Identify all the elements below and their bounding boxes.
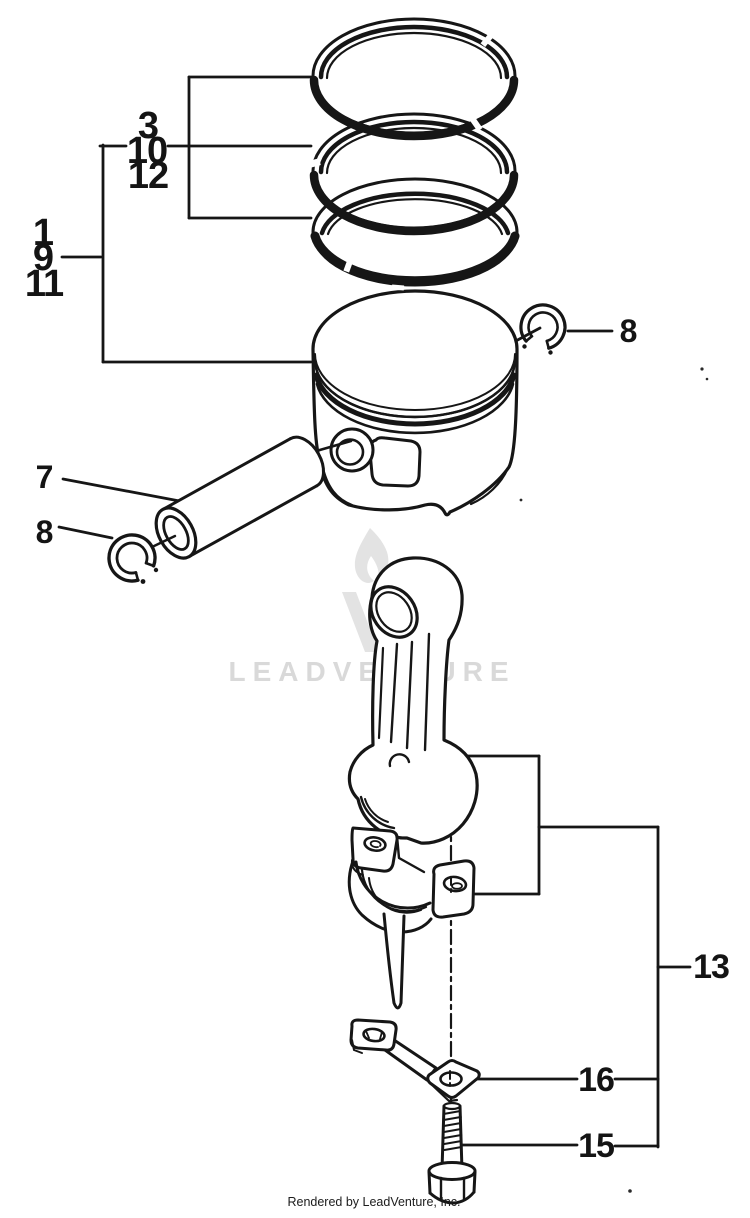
callout-label-12[interactable]: 12 bbox=[127, 155, 169, 197]
callout-label-16[interactable]: 16 bbox=[578, 1061, 615, 1099]
footer-credit: Rendered by LeadVenture, Inc. bbox=[287, 1195, 461, 1209]
piston-drawing bbox=[297, 284, 519, 517]
print-specks bbox=[519, 367, 709, 1193]
pin-clip-right-drawing bbox=[519, 303, 567, 355]
piston-ring-top-drawing bbox=[309, 17, 519, 141]
callout-label-10[interactable]: 10 bbox=[126, 130, 168, 172]
callout-lines bbox=[57, 75, 692, 1149]
rod-small-end-bore bbox=[369, 585, 419, 639]
lock-plate-drawing bbox=[349, 1018, 481, 1103]
callout-label-3[interactable]: 3 bbox=[137, 105, 159, 147]
callout-label-8-left[interactable]: 8 bbox=[35, 514, 54, 550]
piston-ring-oil-drawing bbox=[310, 177, 520, 287]
piston-ring-second-drawing bbox=[304, 112, 519, 236]
connecting-rod-drawing bbox=[347, 556, 479, 845]
callout-label-8-right[interactable]: 8 bbox=[619, 313, 638, 349]
rod-cap-drawing bbox=[347, 826, 476, 1010]
rod-bolt-drawing bbox=[427, 1101, 477, 1205]
piston-skirt-window bbox=[368, 436, 422, 488]
pin-clip-left-drawing bbox=[107, 533, 159, 584]
piston-pin-drawing bbox=[154, 435, 325, 560]
leadventure-text-watermark: LEADVENTURE bbox=[228, 656, 515, 687]
callout-label-1[interactable]: 1 bbox=[32, 212, 54, 254]
callout-label-11[interactable]: 11 bbox=[24, 263, 64, 305]
callout-label-13[interactable]: 13 bbox=[693, 948, 730, 986]
callout-label-15[interactable]: 15 bbox=[578, 1127, 615, 1165]
oil-dipper-drawing bbox=[382, 912, 406, 1010]
callout-label-9[interactable]: 9 bbox=[32, 237, 54, 279]
clip-leader-line bbox=[150, 534, 177, 549]
callout-label-7[interactable]: 7 bbox=[35, 459, 54, 495]
